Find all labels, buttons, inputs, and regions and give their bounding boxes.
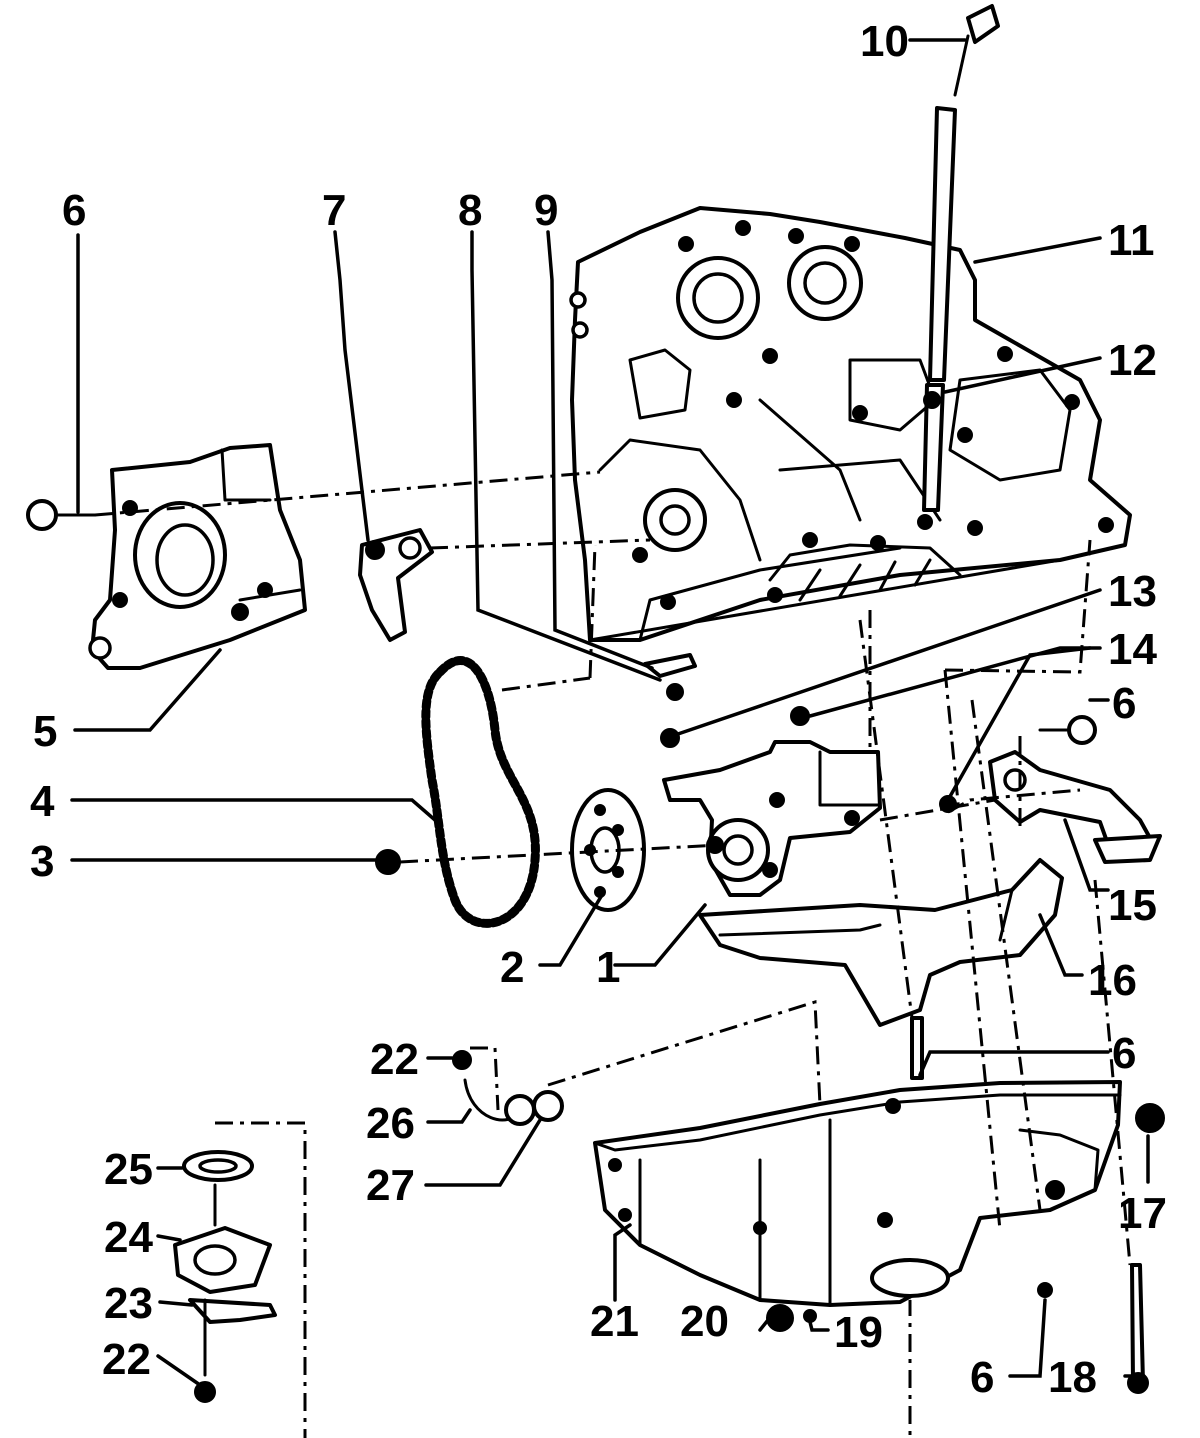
bolt-6-pickup bbox=[1038, 715, 1097, 745]
callout-3: 3 bbox=[30, 837, 54, 886]
callout-13: 13 bbox=[1108, 567, 1157, 616]
callout-11: 11 bbox=[1108, 216, 1155, 265]
callout-5: 5 bbox=[33, 707, 57, 756]
front-cover bbox=[88, 443, 307, 670]
callout-9: 9 bbox=[534, 186, 558, 235]
callout-22-top: 22 bbox=[370, 1035, 419, 1084]
callout-14: 14 bbox=[1108, 625, 1157, 674]
callout-8: 8 bbox=[458, 186, 482, 235]
callout-17: 17 bbox=[1118, 1189, 1167, 1238]
callout-20: 20 bbox=[680, 1297, 729, 1346]
callout-2: 2 bbox=[500, 943, 524, 992]
callout-16: 16 bbox=[1088, 956, 1137, 1005]
alignment-lines bbox=[94, 470, 1132, 1438]
oil-level-sender bbox=[173, 1050, 564, 1403]
oil-pump bbox=[662, 740, 882, 897]
callout-1: 1 bbox=[596, 943, 620, 992]
leader-lines bbox=[70, 38, 1150, 1387]
callout-21: 21 bbox=[590, 1297, 639, 1346]
callout-22-bottom: 22 bbox=[102, 1335, 151, 1384]
callout-6-bottom: 6 bbox=[970, 1353, 994, 1402]
callout-6-right: 6 bbox=[1112, 679, 1136, 728]
small-fasteners bbox=[643, 653, 810, 748]
callout-23: 23 bbox=[104, 1279, 153, 1328]
pan-hardware bbox=[766, 1016, 1165, 1394]
callout-18: 18 bbox=[1048, 1353, 1097, 1402]
callout-labels: 1 2 3 4 5 6 6 6 6 7 8 9 10 11 12 13 14 1… bbox=[30, 17, 1167, 1402]
oil-pickup-pipe bbox=[939, 750, 1162, 864]
engine-block bbox=[569, 206, 1132, 642]
callout-4: 4 bbox=[30, 777, 55, 826]
chain-tensioner bbox=[358, 528, 434, 642]
callout-26: 26 bbox=[366, 1099, 415, 1148]
callout-12: 12 bbox=[1108, 336, 1157, 385]
callout-15: 15 bbox=[1108, 881, 1157, 930]
oil-pan bbox=[593, 1080, 1122, 1307]
washer-3 bbox=[375, 849, 401, 875]
drive-chain bbox=[421, 656, 540, 928]
callout-19: 19 bbox=[834, 1308, 883, 1357]
callout-25: 25 bbox=[104, 1145, 153, 1194]
callout-27: 27 bbox=[366, 1161, 415, 1210]
oil-dipstick bbox=[922, 4, 1000, 512]
callout-6-pan: 6 bbox=[1112, 1029, 1136, 1078]
callout-7: 7 bbox=[322, 186, 346, 235]
callout-6-top-left: 6 bbox=[62, 186, 86, 235]
callout-10: 10 bbox=[860, 17, 909, 66]
bolt-6-left bbox=[26, 499, 97, 531]
callout-24: 24 bbox=[104, 1213, 153, 1262]
